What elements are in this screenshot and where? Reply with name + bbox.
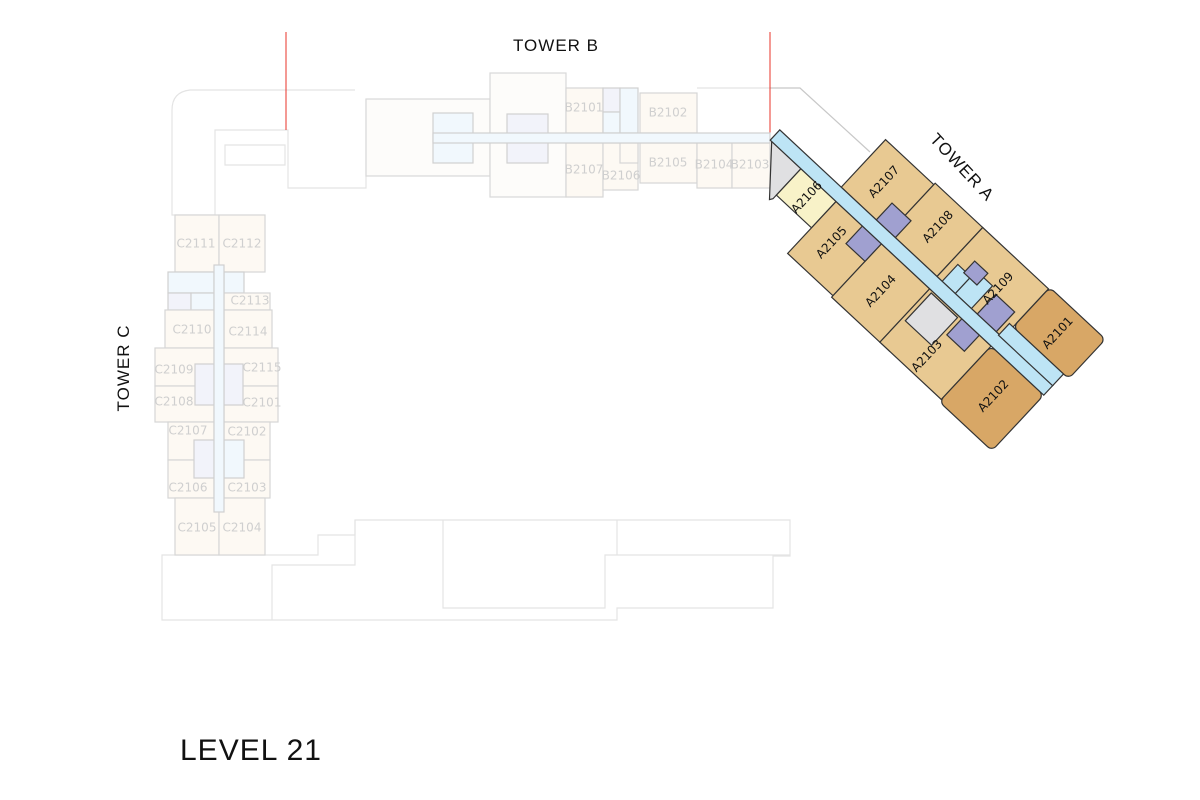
unit-label: B2106 [602, 169, 641, 183]
tower-c-label: TOWER C [114, 325, 133, 412]
level-label: LEVEL 21 [180, 734, 322, 767]
unit-label: B2107 [565, 163, 604, 177]
tower-b-label: TOWER B [513, 36, 599, 55]
tower-b: B2101 B2102 B2107 B2106 B2105 B2104 B210… [365, 72, 771, 198]
unit-label: C2103 [228, 481, 267, 495]
corridor-b [432, 132, 771, 144]
unit-label: C2104 [223, 521, 262, 535]
service-area [904, 292, 959, 347]
unit-label: C2110 [173, 323, 212, 337]
elevator [962, 260, 989, 286]
unit-label: C2108 [155, 395, 194, 409]
unit-c2105[interactable] [174, 497, 220, 556]
unit-label: C2106 [169, 481, 208, 495]
unit-b2101[interactable] [565, 87, 604, 134]
unit-label: B2104 [695, 158, 734, 172]
unit-c2104[interactable] [218, 497, 266, 556]
unit-label: C2113 [231, 294, 270, 308]
unit-b2104[interactable] [696, 142, 733, 189]
corridor-a [769, 129, 1055, 397]
unit-label: C2115 [243, 361, 282, 375]
unit-label: C2114 [229, 325, 268, 339]
unit-c2112[interactable] [218, 214, 266, 273]
tower-c: C2111 C2112 C2113 C2110 C2114 C2109 C210… [154, 214, 282, 556]
unit-label: C2112 [223, 237, 262, 251]
unit-c2114[interactable] [223, 309, 273, 349]
unit-label: B2103 [731, 158, 770, 172]
unit-label: C2105 [178, 521, 217, 535]
tower-a: A2106 A2105 A2104 A2103 A2102 A2107 A210… [768, 129, 1104, 449]
podium-outline [161, 87, 871, 621]
unit-label: B2101 [565, 101, 604, 115]
unit-label: C2102 [228, 425, 267, 439]
unit-label: C2101 [243, 396, 282, 410]
unit-b2103[interactable] [731, 142, 771, 189]
unit-label: B2105 [649, 156, 688, 170]
corridor-a-wide [997, 322, 1065, 387]
unit-b2102[interactable] [639, 92, 698, 134]
unit-label: C2111 [177, 237, 216, 251]
unit-label: C2109 [155, 363, 194, 377]
corridor-c [213, 264, 225, 513]
unit-label: C2107 [169, 424, 208, 438]
unit-label: B2102 [649, 106, 688, 120]
